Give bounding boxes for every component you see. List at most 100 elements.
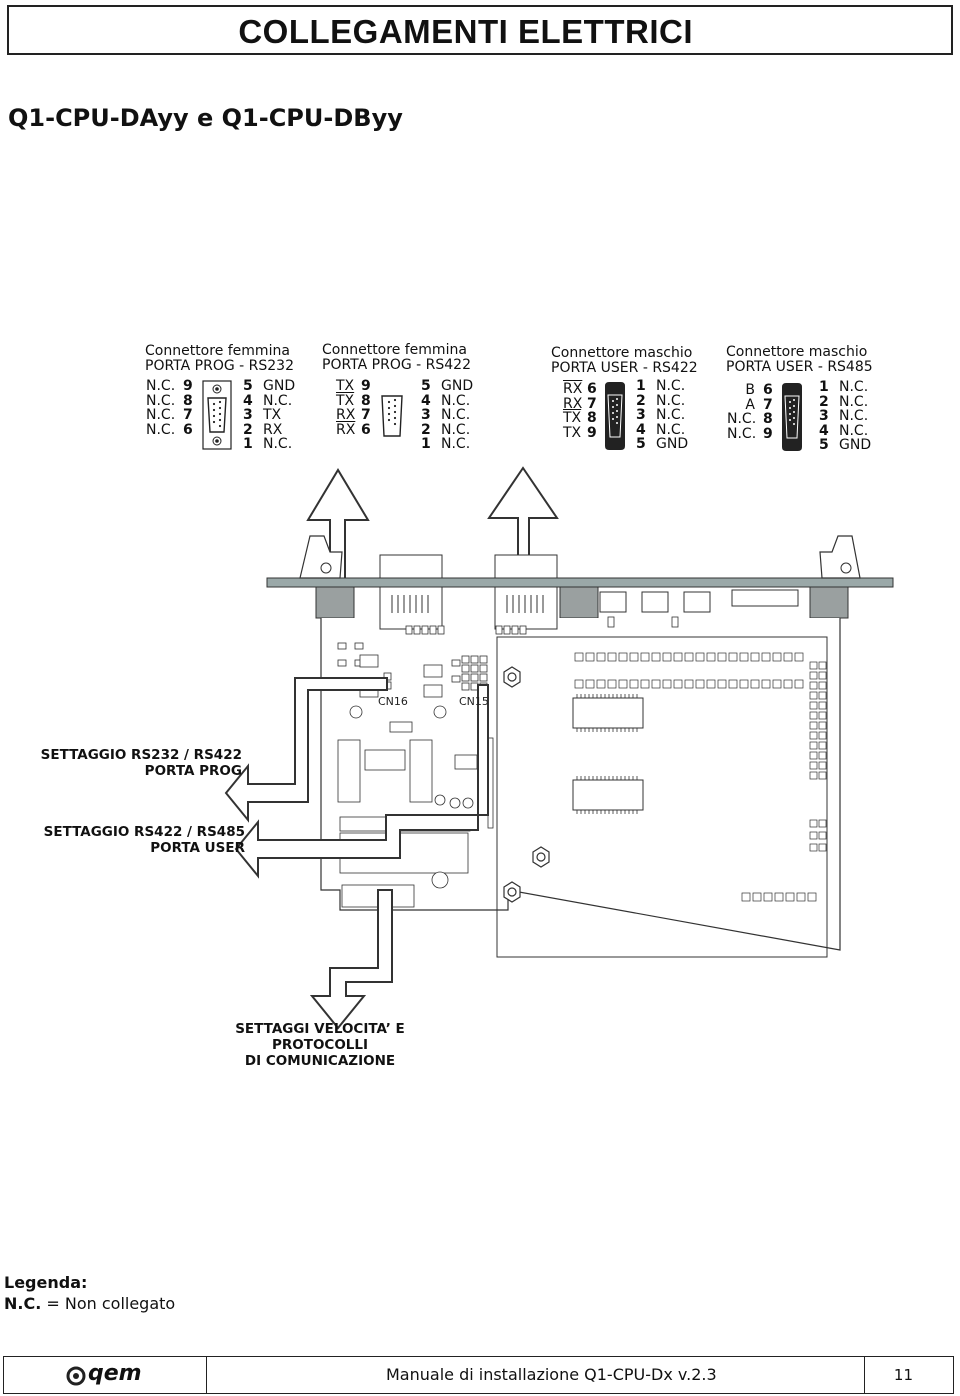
pin-number: 8 [587, 410, 597, 426]
connector-title: Connettore maschio [726, 344, 868, 360]
pin-name-negated: TX [336, 392, 355, 409]
pin-number: 9 [763, 425, 773, 442]
pin-names-left: N.C. N.C. N.C. N.C. [146, 379, 175, 437]
pin-name: N.C. [441, 392, 471, 409]
pin-name: N.C. [146, 407, 176, 423]
arrow-prog-settings [224, 677, 388, 823]
pin-name: RX [263, 421, 283, 438]
pin-names-left: B A N.C. N.C. [727, 382, 757, 442]
pin-number: 2 [421, 421, 431, 438]
pin-names-right: GND N.C. N.C. N.C. N.C. [441, 379, 473, 452]
db9-male-connector-icon [782, 383, 802, 451]
pin-name: N.C. [727, 425, 757, 442]
pin-name: N.C. [839, 422, 869, 439]
legend: Legenda: N.C. = Non collegato [4, 1272, 175, 1314]
pin-name: A [745, 396, 755, 413]
cn16-label: CN16 [378, 695, 408, 708]
label-line: DI COMUNICAZIONE [244, 1053, 396, 1069]
pin-number: 2 [243, 421, 253, 438]
left-clip [299, 535, 343, 579]
pin-number: 6 [763, 382, 773, 398]
pin-number: 9 [183, 378, 193, 394]
pin-number: 9 [587, 424, 597, 441]
pin-name: N.C. [727, 411, 757, 427]
legend-title: Legenda: [4, 1273, 88, 1292]
pin-number: 4 [636, 421, 646, 438]
pin-name: N.C. [839, 408, 869, 424]
label-line: PORTA PROG [144, 763, 242, 779]
pin-number: 7 [587, 395, 597, 412]
pin-name: GND [263, 378, 296, 394]
label-line: SETTAGGIO RS232 / RS422 [40, 747, 242, 763]
connector-title: Connettore maschio [551, 345, 693, 361]
pin-names-left: TX TX RX RX [336, 379, 355, 437]
pin-number: 7 [361, 407, 371, 423]
db9-male-connector-icon [605, 382, 625, 450]
pin-number: 6 [587, 381, 597, 397]
pin-name: N.C. [146, 378, 176, 394]
pin-number: 4 [243, 392, 253, 409]
pin-name: TX [563, 424, 582, 441]
pin-number: 8 [763, 411, 773, 427]
label-line: SETTAGGIO RS422 / RS485 [43, 824, 245, 840]
pin-number: 7 [763, 396, 773, 413]
board-rail [266, 577, 894, 588]
label-line: PORTA USER [150, 840, 245, 856]
pin-names-right: N.C. N.C. N.C. N.C. GND [839, 380, 871, 453]
pin-name: N.C. [656, 378, 686, 394]
connector-subtitle: PORTA PROG - RS232 [145, 358, 294, 374]
connector-user-rs422: Connettore maschio PORTA USER - RS422 [551, 346, 698, 376]
pin-name: N.C. [441, 421, 471, 438]
pin-number: 6 [361, 421, 371, 438]
ic-chip [572, 779, 644, 811]
pin-number: 4 [421, 392, 431, 409]
pin-name: N.C. [656, 421, 686, 438]
pin-numbers-left: 9 8 7 6 [361, 379, 371, 437]
connector-user-rs485: Connettore maschio PORTA USER - RS485 [726, 345, 873, 375]
pin-numbers-right: 5 4 3 2 1 [421, 379, 431, 452]
connector-subtitle: PORTA USER - RS485 [726, 359, 873, 375]
pin-number: 8 [361, 392, 371, 409]
pin-name: N.C. [263, 392, 293, 409]
pin-name-negated: RX [563, 381, 583, 397]
pin-name-negated: TX [563, 410, 582, 426]
connector-subtitle: PORTA PROG - RS422 [322, 357, 471, 373]
page-number: 11 [893, 1366, 913, 1384]
arrow-user-settings [234, 684, 489, 879]
pin-numbers-right: 1 2 3 4 5 [819, 380, 829, 453]
legend-entry: N.C. = Non collegato [4, 1293, 175, 1314]
pin-number: 5 [819, 437, 829, 453]
pin-number: 6 [183, 421, 193, 438]
cpu-board-diagram [224, 466, 894, 1030]
pin-number: 5 [243, 378, 253, 394]
pin-name: B [745, 382, 755, 398]
pin-name: TX [336, 378, 355, 394]
connector-prog-rs422: Connettore femmina PORTA PROG - RS422 [322, 343, 471, 373]
pin-name: N.C. [839, 379, 869, 395]
pin-numbers-right: 1 2 3 4 5 [636, 379, 646, 452]
manual-title: Manuale di installazione Q1-CPU-Dx v.2.3 [386, 1365, 717, 1384]
pin-number: 8 [183, 392, 193, 409]
pin-name: N.C. [656, 407, 686, 423]
pin-number: 1 [243, 436, 253, 452]
pin-number: 2 [636, 392, 646, 409]
pin-name: N.C. [146, 392, 176, 409]
page-subtitle: Q1-CPU-DAyy e Q1-CPU-DByy [8, 104, 403, 132]
brand-logo-text: qem [88, 1361, 142, 1386]
db9-female-connector-icon [381, 395, 403, 437]
pin-name: N.C. [441, 407, 471, 423]
pin-name-negated: RX [336, 421, 356, 438]
pin-numbers-right: 5 4 3 2 1 [243, 379, 253, 452]
pin-name: N.C. [263, 436, 293, 452]
pin-numbers-left: 6 7 8 9 [587, 382, 597, 440]
pin-name: N.C. [441, 436, 471, 452]
pin-name: N.C. [839, 393, 869, 410]
pin-number: 9 [361, 378, 371, 394]
label-line: SETTAGGI VELOCITA’ E [235, 1021, 405, 1037]
pin-number: 2 [819, 393, 829, 410]
speed-protocol-setting-label: SETTAGGI VELOCITA’ E PROTOCOLLI DI COMUN… [230, 1021, 410, 1069]
user-port-setting-label: SETTAGGIO RS422 / RS485 PORTA USER [44, 824, 245, 856]
pin-numbers-left: 9 8 7 6 [183, 379, 193, 437]
pin-number: 5 [636, 436, 646, 452]
pin-names-left: RX RX TX TX [563, 382, 582, 440]
